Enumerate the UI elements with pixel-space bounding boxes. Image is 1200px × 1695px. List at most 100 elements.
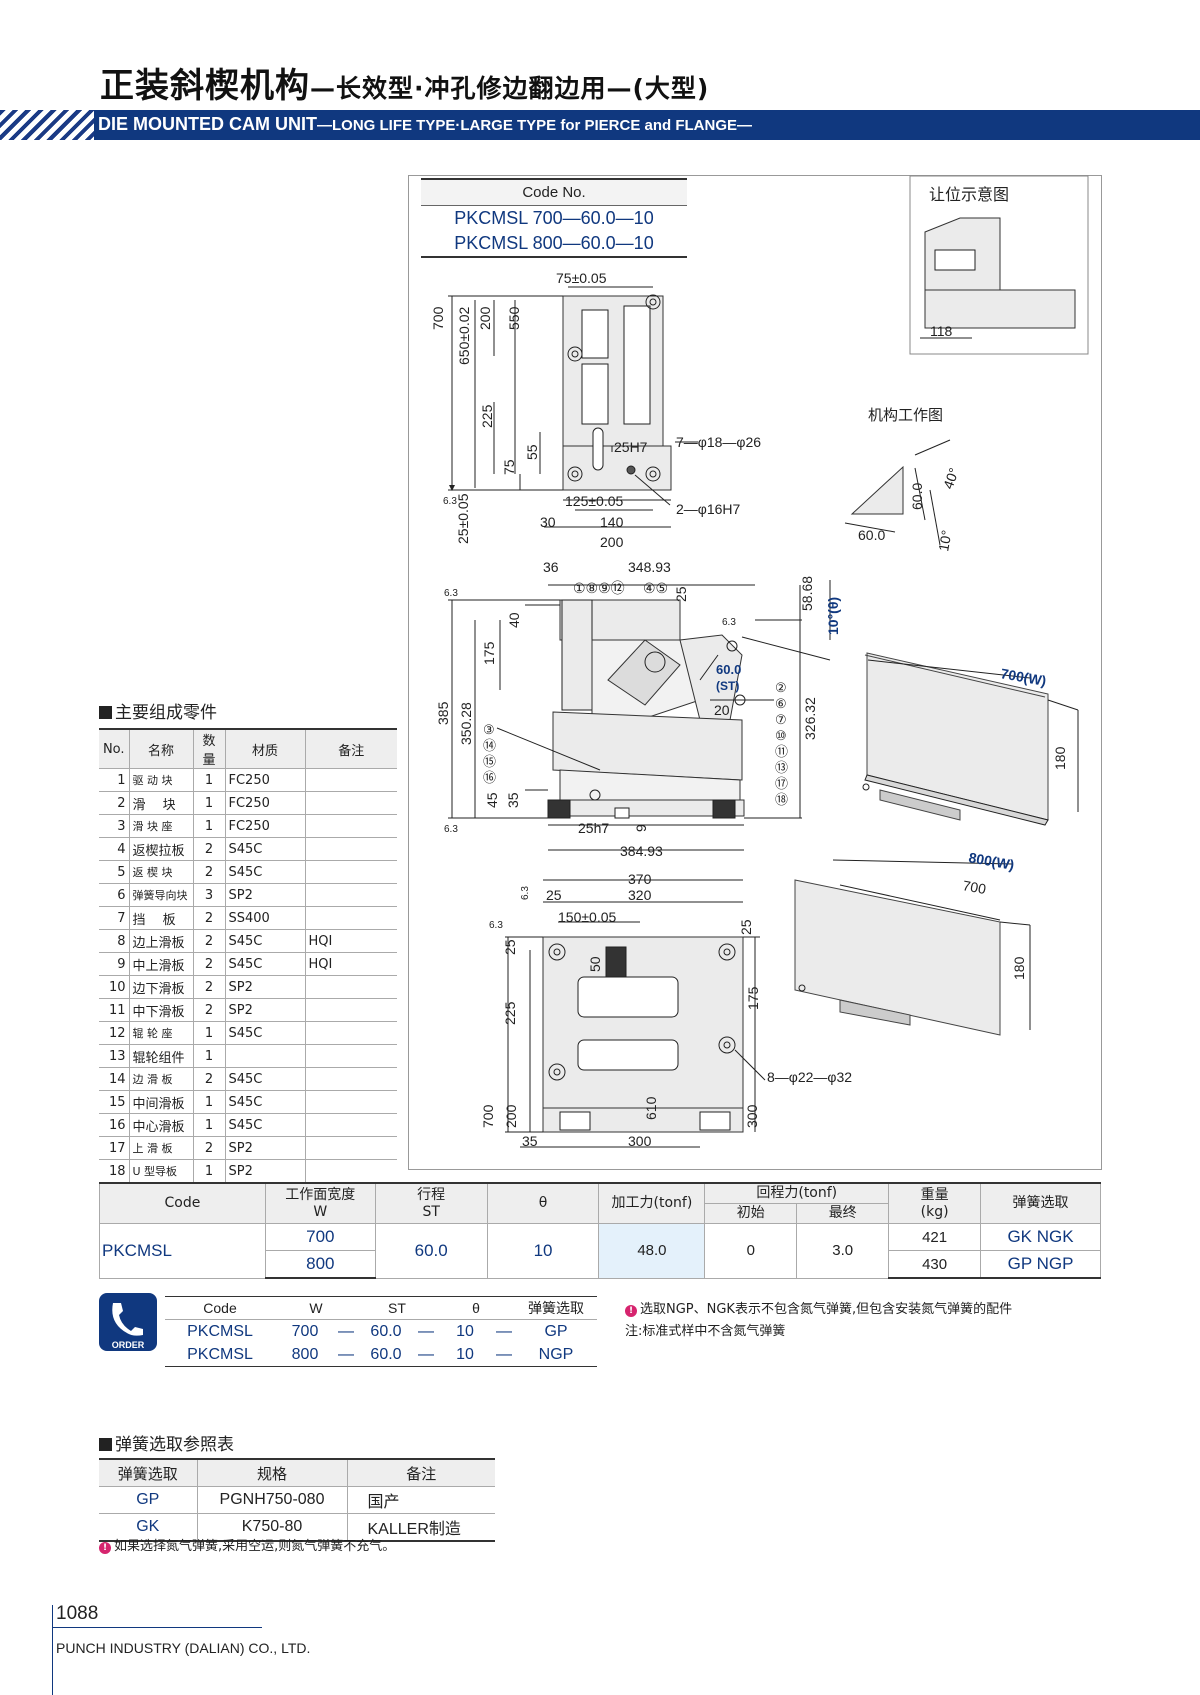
part-material: SP2: [225, 975, 306, 999]
dim-7-holes: 7—φ18—φ26: [676, 434, 761, 450]
order-cell: —: [493, 1343, 515, 1367]
part-name: 边下滑板: [129, 975, 194, 999]
order-cell: 800: [275, 1343, 335, 1367]
spring-title-text: 弹簧选取参照表: [115, 1435, 234, 1455]
part-remark: [305, 1090, 397, 1114]
parts-title: 主要组成零件: [99, 698, 217, 723]
part-name: 驱 动 块: [129, 768, 194, 792]
part-name: 滑 块: [129, 791, 194, 815]
dim-50: 50: [587, 956, 603, 972]
title-band: DIE MOUNTED CAM UNIT—LONG LIFE TYPE·LARG…: [0, 110, 1200, 140]
dim-25-side: 25: [673, 586, 689, 602]
order-icon: ORDER: [99, 1293, 157, 1351]
iso800-180: 180: [1011, 956, 1027, 980]
working-title: 机构工作图: [868, 407, 943, 424]
part-no: 1: [99, 768, 130, 792]
part-material: S45C: [225, 837, 306, 861]
dim-58: 58.68: [799, 576, 815, 611]
page-title-en: DIE MOUNTED CAM UNIT—LONG LIFE TYPE·LARG…: [98, 114, 752, 135]
callout-right-5: ⑪: [775, 744, 788, 759]
spec-weight-421: 421: [888, 1223, 982, 1251]
order-cell: —: [496, 1322, 512, 1340]
spring-gk-spec: K750-80: [197, 1513, 348, 1542]
part-remark: HQI: [305, 929, 397, 953]
spec-h-final: 最终: [796, 1203, 890, 1224]
part-qty: 2: [193, 952, 226, 976]
dim-650: 650±0.02: [456, 306, 472, 365]
square-icon: [99, 706, 112, 719]
part-name: 滑 块 座: [129, 814, 194, 838]
part-qty: 2: [193, 906, 226, 930]
order-cell: —: [415, 1343, 437, 1367]
part-remark: [305, 860, 397, 884]
part-qty: 1: [193, 1159, 226, 1183]
order-cell: PKCMSL: [187, 1322, 253, 1340]
part-qty: 2: [193, 929, 226, 953]
exclamation-icon: !: [625, 1305, 637, 1317]
side-view-drawing: [448, 580, 831, 851]
dim-700-top: 700: [430, 306, 446, 330]
dim-150: 150±0.05: [558, 909, 617, 925]
part-material: FC250: [225, 791, 306, 815]
part-material: S45C: [225, 860, 306, 884]
code-number-box: Code No. PKCMSL 700—60.0—10 PKCMSL 800—6…: [421, 178, 687, 258]
spring-gp: GP: [99, 1486, 198, 1514]
spec-w-700: 700: [264, 1223, 376, 1251]
dim-25-bottom1: 25: [546, 887, 562, 903]
order-h-spring: 弹簧选取: [515, 1296, 597, 1320]
callout-right-1: ②: [775, 680, 787, 695]
dim-550: 550: [506, 306, 522, 330]
note-1-text: 选取NGP、NGK表示不包含氮气弹簧,但包含安装氮气弹簧的配件: [640, 1302, 1013, 1317]
order-h-theta: θ: [437, 1296, 515, 1320]
part-remark: [305, 975, 397, 999]
part-no: 6: [99, 883, 130, 907]
spec-spring-1: GK NGK: [980, 1223, 1101, 1251]
dim-25-bottom-l: 25: [502, 939, 518, 955]
dim-175-side: 175: [481, 641, 497, 665]
part-no: 18: [99, 1159, 130, 1183]
spec-h-weight2: (kg): [920, 1203, 949, 1220]
part-remark: [305, 1113, 397, 1137]
dim-8-holes: 8—φ22—φ32: [767, 1069, 852, 1085]
part-material: S45C: [225, 1067, 306, 1091]
drawing-frame: [408, 175, 1102, 1170]
part-name: 辊 轮 座: [129, 1021, 194, 1045]
top-view-drawing: [448, 286, 698, 528]
part-qty: 1: [193, 814, 226, 838]
dim-610: 610: [643, 1096, 659, 1120]
order-cell: 10: [456, 1322, 474, 1340]
dim-140: 140: [600, 514, 624, 530]
parts-h-material: 材质: [225, 728, 306, 769]
spring-gk-remark: KALLER制造: [347, 1513, 495, 1542]
spring-table: 弹簧选取 规格 备注 GP PGNH750-080 国产 GK K750-80 …: [99, 1458, 495, 1542]
part-no: 11: [99, 998, 130, 1022]
stripe-decoration: [0, 110, 100, 140]
spring-h-select: 弹簧选取: [99, 1458, 198, 1487]
part-remark: [305, 1159, 397, 1183]
dim-118: 118: [930, 323, 953, 339]
part-material: FC250: [225, 814, 306, 838]
dim-60-h: 60.0: [858, 527, 885, 543]
dim-384: 384.93: [620, 843, 663, 859]
part-qty: 2: [193, 837, 226, 861]
callout-left-1: ③: [483, 722, 495, 737]
part-material: [225, 1044, 306, 1068]
part-name: 中心滑板: [129, 1113, 194, 1137]
parts-h-remark: 备注: [305, 728, 397, 769]
clearance-title: 让位示意图: [929, 185, 1009, 204]
part-qty: 1: [193, 1044, 226, 1068]
phone-icon: ORDER: [112, 1303, 145, 1350]
dim-350: 350.28: [458, 702, 474, 745]
dim-20: 20: [714, 702, 730, 718]
order-cell: PKCMSL: [165, 1343, 275, 1367]
spec-h-weight: 重量(kg): [888, 1182, 982, 1224]
page-number: 1088: [56, 1603, 99, 1624]
dim-200-top: 200: [477, 306, 493, 330]
